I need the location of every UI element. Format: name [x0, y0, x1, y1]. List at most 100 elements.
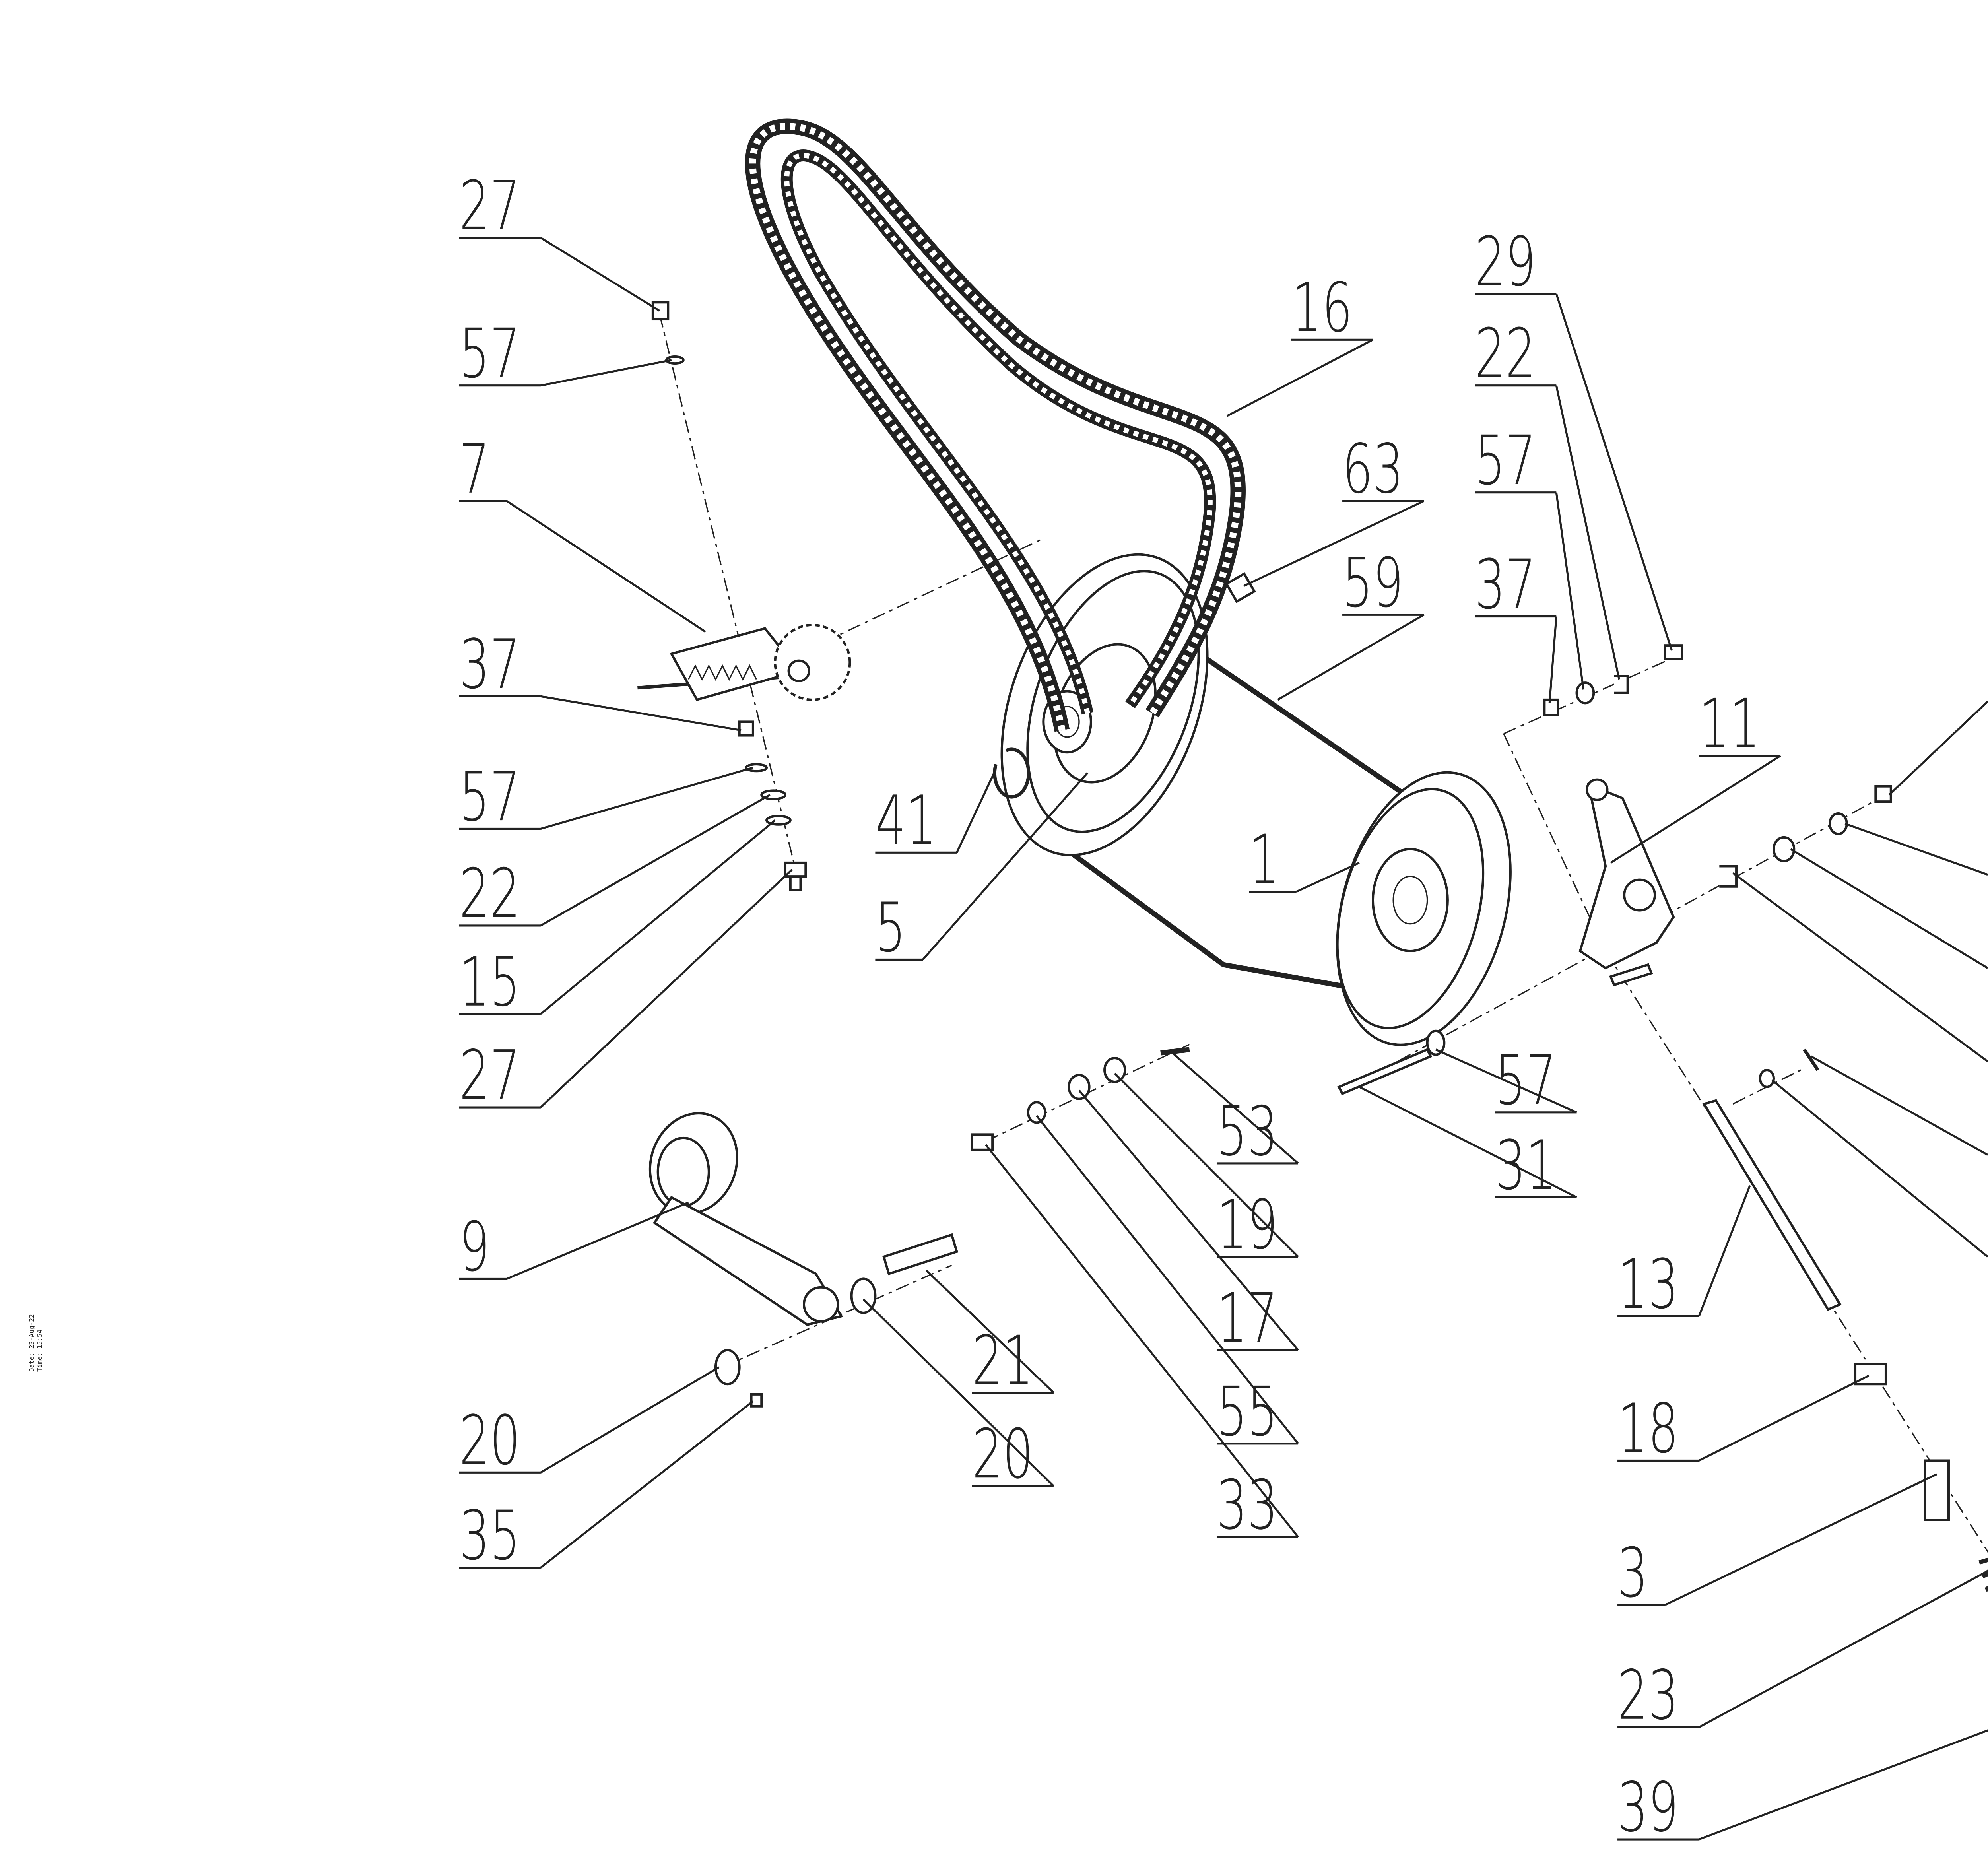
key-53: [1160, 1047, 1190, 1056]
leader-line: [1114, 1072, 1299, 1258]
callout-49: 49: [1810, 1055, 1988, 1163]
leader-line: [1888, 700, 1988, 796]
leader-line: [459, 1201, 689, 1280]
leader-line: [875, 772, 995, 854]
chain-link: [1225, 572, 1256, 604]
rod: [1702, 1099, 1842, 1311]
washer-55: [1027, 1101, 1046, 1124]
part-number-label: 18: [1617, 1389, 1679, 1468]
part-number-label: 41: [875, 781, 936, 860]
leader-line: [1617, 1375, 1870, 1462]
callout-20: 20: [862, 1298, 1054, 1494]
part-number-label: 35: [459, 1496, 520, 1575]
pin-21: [882, 1233, 959, 1276]
callout-47: 47: [1771, 1079, 1988, 1265]
washer-57-right: [1828, 812, 1848, 835]
callout-22: 22: [459, 794, 771, 934]
leader-line: [1790, 848, 1988, 969]
callout-22: 22: [1732, 872, 1988, 1069]
leader-line: [1475, 615, 1557, 703]
part-number-label: 5: [875, 888, 906, 967]
callout-13: 13: [1617, 1185, 1751, 1324]
washer-57-upper: [1575, 681, 1595, 705]
part-number-label: 7: [459, 430, 490, 509]
callout-57: 57: [1435, 1041, 1577, 1120]
clip-22-upper: [1614, 675, 1629, 694]
leader-line: [1732, 872, 1988, 1063]
leader-line: [1617, 1570, 1988, 1728]
leader-line: [1359, 1086, 1577, 1198]
centerline-rod: [1605, 951, 1988, 1553]
leader-line: [459, 1400, 754, 1569]
chain-tensioner: [637, 623, 851, 701]
callout-15: 15: [459, 819, 776, 1022]
callout-16: 16: [1226, 268, 1374, 417]
leader-line: [925, 1270, 1054, 1394]
part-number-label: 3: [1617, 1534, 1648, 1613]
leader-line: [1243, 500, 1425, 587]
callout-41: 41: [875, 772, 995, 860]
callout-33: 33: [985, 1144, 1299, 1545]
bolt-33: [971, 1133, 994, 1151]
leader-line: [1617, 1729, 1988, 1841]
leader-line: [459, 869, 793, 1109]
callout-57: 57: [1475, 421, 1585, 690]
centerline-idler: [722, 1264, 952, 1368]
callout-39: 39: [1617, 1729, 1988, 1847]
callout-20: 20: [459, 1366, 720, 1480]
part-number-label: 19: [1217, 1186, 1278, 1265]
callout-27: 27: [459, 167, 660, 312]
part-number-label: 21: [972, 1321, 1033, 1400]
leader-line: [459, 767, 753, 830]
part-number-label: 59: [1342, 544, 1404, 623]
sleeve-3: [1924, 1459, 1950, 1521]
part-number-label: 63: [1342, 430, 1404, 509]
washer-57-left: [745, 763, 768, 773]
spring: [1978, 1557, 1988, 1592]
callout-21: 21: [925, 1270, 1054, 1400]
callout-18: 18: [1617, 1375, 1870, 1468]
callout-11: 11: [1610, 684, 1781, 864]
part-number-label: 27: [459, 1036, 520, 1115]
leader-line: [459, 359, 672, 387]
idler-arm: [648, 1112, 843, 1326]
bearing-19: [1103, 1057, 1126, 1083]
washer-47: [1759, 1069, 1775, 1088]
nut-37-right: [1874, 785, 1892, 803]
washer-17: [1068, 1074, 1091, 1100]
callout-1: 1: [1249, 820, 1360, 899]
leader-line: [1078, 1089, 1299, 1351]
leader-line: [1172, 1052, 1299, 1165]
leader-line: [1435, 1048, 1577, 1114]
callouts: 2757737572215279203541516635912120531917…: [459, 167, 1988, 1847]
leader-line: [1475, 491, 1585, 690]
part-number-label: 37: [459, 625, 520, 704]
part-number-label: 37: [1475, 545, 1536, 624]
part-number-label: 11: [1699, 684, 1760, 763]
part-number-label: 9: [459, 1208, 490, 1287]
callout-19: 19: [1114, 1072, 1299, 1265]
leader-line: [1475, 384, 1620, 680]
leader-line: [862, 1298, 1054, 1487]
callout-57: 57: [459, 314, 672, 393]
leader-line: [1036, 1115, 1299, 1445]
bolt-27-bottom: [784, 861, 807, 891]
washer-57-center: [1426, 1029, 1446, 1056]
part-number-label: 23: [1617, 1656, 1679, 1735]
part-number-label: 27: [459, 167, 520, 246]
clutch-pulley: [1336, 771, 1512, 1046]
centerline-tensioner: [659, 314, 800, 883]
cotter-pin-49: [1803, 1048, 1819, 1071]
nut-37-upper: [1543, 698, 1559, 716]
part-number-label: 20: [972, 1415, 1033, 1494]
leader-line: [459, 500, 706, 633]
leader-line: [1810, 1055, 1988, 1156]
part-number-label: 15: [459, 943, 520, 1022]
leader-line: [1844, 823, 1988, 876]
part-number-label: 13: [1617, 1245, 1679, 1324]
leader-line: [1771, 1079, 1988, 1258]
part-number-label: 53: [1217, 1092, 1278, 1171]
part-number-label: 55: [1217, 1372, 1278, 1451]
callout-5: 5: [875, 772, 1089, 967]
callout-57: 57: [459, 757, 753, 837]
